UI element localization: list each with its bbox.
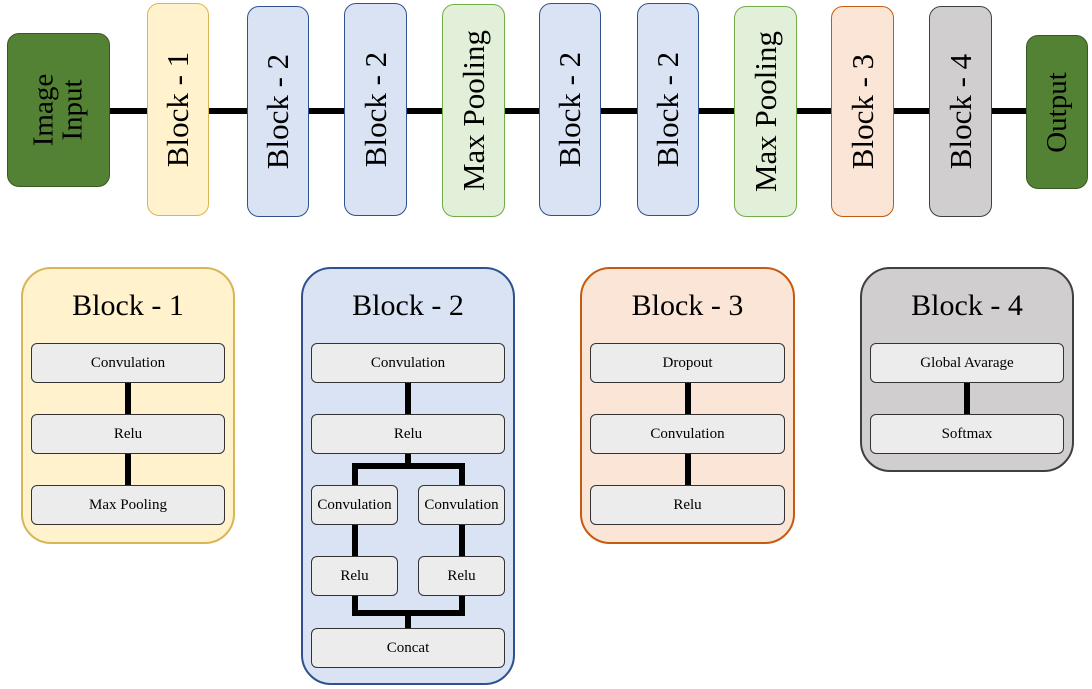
block-2-link-concat — [405, 610, 411, 632]
block-3-node-relu: Relu — [590, 485, 785, 525]
block-2-left-convulation: Convulation — [311, 485, 398, 525]
panel-block-3-title: Block - 3 — [631, 289, 744, 322]
stage-block-2a-label: Block - 2 — [260, 53, 296, 170]
block-2-node-convulation: Convulation — [311, 343, 505, 383]
block-2-left-relu: Relu — [311, 556, 398, 596]
stage-block-2a: Block - 2 — [247, 6, 309, 217]
stage-block-3-label: Block - 3 — [845, 53, 880, 170]
stage-block-2c: Block - 2 — [539, 3, 601, 216]
block-4-node-global-avarage: Global Avarage — [870, 343, 1064, 383]
stage-max-pooling-2-label: Max Pooling — [748, 30, 784, 193]
stage-block-4: Block - 4 — [929, 6, 992, 217]
block-1-node-max-pooling: Max Pooling — [31, 485, 225, 525]
panel-block-1-title: Block - 1 — [72, 289, 184, 322]
stage-block-1: Block - 1 — [147, 3, 209, 216]
block-2-node-concat: Concat — [311, 628, 505, 668]
output-label: Output — [1040, 71, 1073, 153]
block-2-node-relu: Relu — [311, 414, 505, 454]
block-3-node-convulation: Convulation — [590, 414, 785, 454]
block-4-link — [964, 380, 970, 417]
panel-block-2-title: Block - 2 — [352, 289, 464, 322]
stage-block-1-label: Block - 1 — [160, 51, 196, 168]
block-2-link-right — [459, 463, 465, 616]
stage-block-2b-label: Block - 2 — [358, 51, 393, 168]
block-1-node-relu: Relu — [31, 414, 225, 454]
stage-block-3: Block - 3 — [831, 6, 894, 217]
stage-block-2b: Block - 2 — [344, 3, 407, 216]
stage-block-2c-label: Block - 2 — [552, 51, 588, 168]
block-2-link-left — [352, 463, 358, 616]
image-input-label: Image Input — [27, 73, 89, 147]
block-2-link-split — [352, 463, 465, 469]
stage-max-pooling-1: Max Pooling — [442, 4, 505, 217]
output-node: Output — [1026, 35, 1088, 189]
stage-max-pooling-2: Max Pooling — [734, 6, 797, 217]
block-3-node-dropout: Dropout — [590, 343, 785, 383]
stage-block-4-label: Block - 4 — [943, 53, 978, 170]
stage-block-2d-label: Block - 2 — [650, 51, 686, 168]
block-1-node-convulation: Convulation — [31, 343, 225, 383]
block-2-right-convulation: Convulation — [418, 485, 505, 525]
block-4-node-softmax: Softmax — [870, 414, 1064, 454]
stage-max-pooling-1-label: Max Pooling — [456, 29, 492, 192]
image-input-node: Image Input — [7, 33, 110, 187]
panel-block-4-title: Block - 4 — [911, 289, 1023, 322]
block-2-right-relu: Relu — [418, 556, 505, 596]
stage-block-2d: Block - 2 — [637, 3, 699, 216]
